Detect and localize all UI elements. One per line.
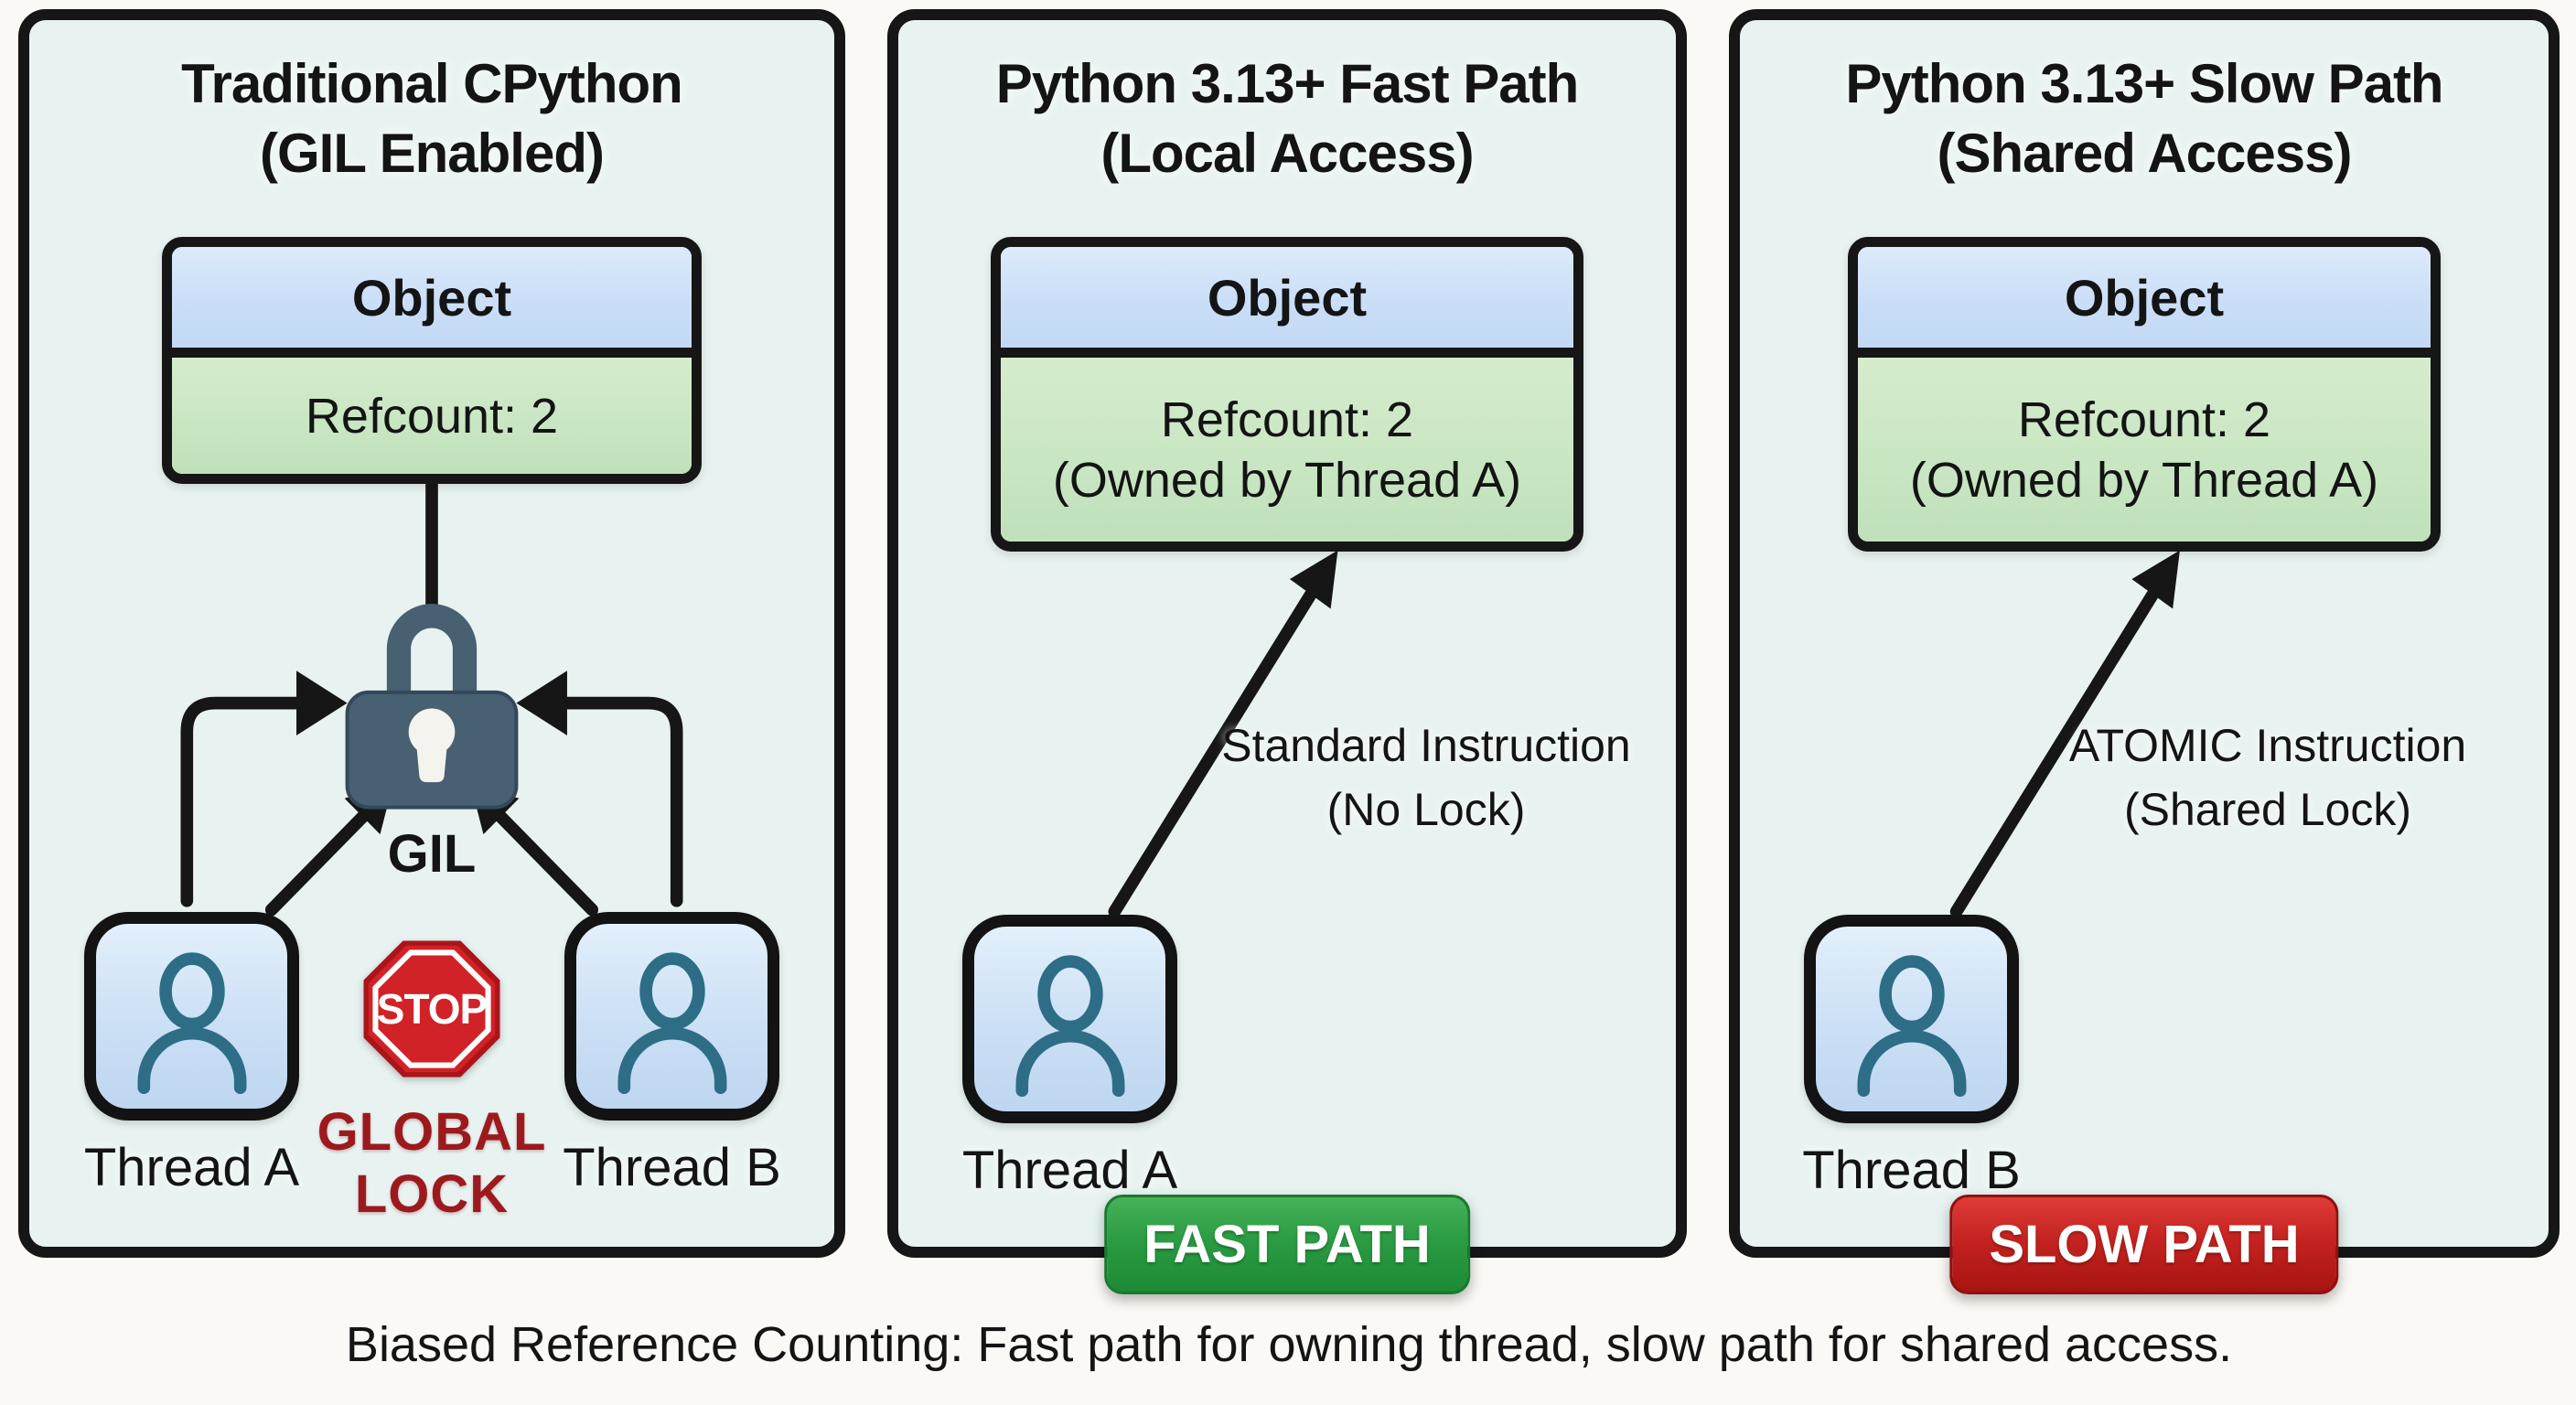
thread-a-diagonal-arrow-line xyxy=(264,810,370,917)
person-icon xyxy=(137,952,246,1094)
arrow-annotation-line1: ATOMIC Instruction xyxy=(2068,720,2467,771)
arrow-annotation-line2: (No Lock) xyxy=(1326,784,1526,835)
arrow-annotation: Standard Instruction (No Lock) xyxy=(1221,713,1631,842)
object-header: Object xyxy=(1001,247,1573,348)
fast-path-connector-graphics xyxy=(1108,550,1338,918)
thread-b-figure: Thread B xyxy=(563,912,781,1198)
panel-title: Traditional CPython (GIL Enabled) xyxy=(29,49,834,188)
panel-title-line1: Python 3.13+ Slow Path xyxy=(1845,53,2443,114)
stop-sign: STOP xyxy=(362,939,501,1078)
panel-traditional-cpython: Traditional CPython (GIL Enabled) Object… xyxy=(18,9,845,1258)
refcount-cell: Refcount: 2 (Owned by Thread A) xyxy=(1858,348,2431,542)
panel-title-line2: (Shared Access) xyxy=(1937,123,2353,184)
panel-title-line2: (Local Access) xyxy=(1100,123,1474,184)
stop-sign-text: STOP xyxy=(376,985,488,1033)
panel-row: Traditional CPython (GIL Enabled) Object… xyxy=(18,9,2560,1294)
thread-a-box xyxy=(962,915,1177,1123)
gil-connector-graphics xyxy=(180,469,683,917)
thread-b-figure: Thread B xyxy=(1802,915,2021,1201)
refcount-owner: (Owned by Thread A) xyxy=(1052,452,1522,508)
thread-b-diagonal-arrow-line xyxy=(494,810,599,917)
thread-b-elbow-connector xyxy=(561,696,683,907)
thread-a-figure: Thread A xyxy=(84,912,299,1198)
thread-b-box xyxy=(1804,915,2019,1123)
panel-title: Python 3.13+ Fast Path (Local Access) xyxy=(898,49,1676,188)
thread-a-to-object-arrow-line xyxy=(1108,588,1317,918)
thread-a-label: Thread A xyxy=(961,1141,1178,1200)
thread-b-to-object-arrow-line xyxy=(1949,588,2159,918)
panel-slow-path: Python 3.13+ Slow Path (Shared Access) O… xyxy=(1729,9,2560,1294)
thread-a-elbow-connector xyxy=(180,696,303,907)
stop-sign-icon xyxy=(363,940,500,1078)
thread-a-to-object-arrowhead-icon xyxy=(1289,550,1338,609)
refcount-owner: (Owned by Thread A) xyxy=(1909,452,2379,508)
object-header: Object xyxy=(1858,247,2431,348)
thread-a-label: Thread A xyxy=(83,1138,300,1197)
refcount-value: Refcount: 2 xyxy=(305,388,559,444)
refcount-cell: Refcount: 2 xyxy=(172,348,692,474)
slow-path-badge: SLOW PATH xyxy=(1949,1195,2339,1294)
gil-label: GIL xyxy=(387,824,477,884)
refcount-value: Refcount: 2 xyxy=(1160,391,1414,447)
thread-b-label: Thread B xyxy=(563,1138,781,1197)
thread-b-elbow-arrowhead-icon xyxy=(516,670,567,736)
arrow-annotation: ATOMIC Instruction (Shared Lock) xyxy=(2069,713,2466,842)
panel-title-line2: (GIL Enabled) xyxy=(260,123,605,184)
thread-b-label: Thread B xyxy=(1802,1141,2021,1200)
object-box: Object Refcount: 2 (Owned by Thread A) xyxy=(991,237,1583,552)
thread-b-to-object-arrowhead-icon xyxy=(2131,550,2180,609)
arrow-annotation-line1: Standard Instruction xyxy=(1221,720,1631,771)
person-icon xyxy=(617,952,726,1094)
panel-title-line1: Python 3.13+ Fast Path xyxy=(995,53,1580,114)
panel-fast-path: Python 3.13+ Fast Path (Local Access) Ob… xyxy=(887,9,1687,1294)
global-lock-caption-line2: LOCK xyxy=(354,1164,510,1224)
panel-title-line1: Traditional CPython xyxy=(181,53,683,114)
slow-path-connector-graphics xyxy=(1949,550,2180,918)
object-header: Object xyxy=(172,247,692,348)
object-box: Object Refcount: 2 (Owned by Thread A) xyxy=(1848,237,2441,552)
person-icon xyxy=(1015,955,1124,1097)
fast-path-badge: FAST PATH xyxy=(1104,1195,1470,1294)
global-lock-caption-line1: GLOBAL xyxy=(317,1102,547,1162)
person-icon xyxy=(1857,955,1966,1097)
thread-a-figure: Thread A xyxy=(962,915,1177,1201)
thread-a-box xyxy=(84,912,299,1121)
arrow-annotation-line2: (Shared Lock) xyxy=(2123,784,2412,835)
padlock-icon xyxy=(345,604,519,810)
thread-b-box xyxy=(564,912,779,1121)
object-box: Object Refcount: 2 xyxy=(162,237,702,484)
figure-caption: Biased Reference Counting: Fast path for… xyxy=(345,1317,2233,1372)
refcount-cell: Refcount: 2 (Owned by Thread A) xyxy=(1001,348,1573,542)
panel-title: Python 3.13+ Slow Path (Shared Access) xyxy=(1740,49,2549,188)
thread-a-elbow-arrowhead-icon xyxy=(296,670,348,736)
global-lock-caption: GLOBAL LOCK xyxy=(317,1101,547,1226)
refcount-value: Refcount: 2 xyxy=(2017,391,2271,447)
